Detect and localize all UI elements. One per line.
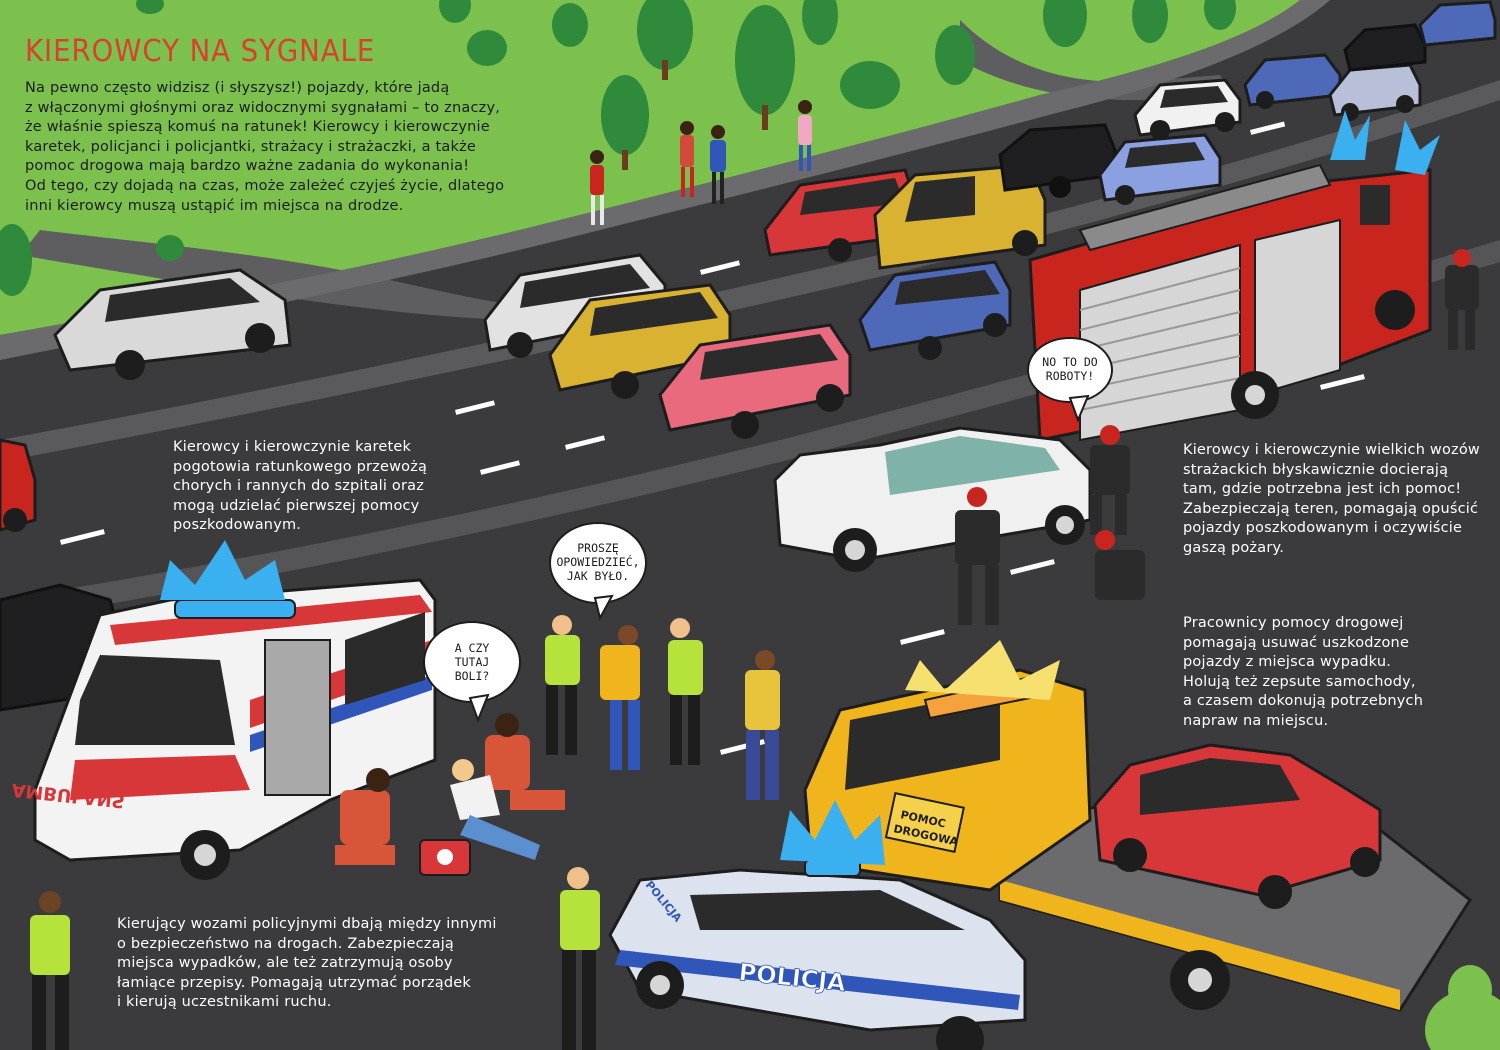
speech-bubble-paramedic: A CZY TUTAJ BOLI?: [454, 641, 490, 683]
speech-bubble-police: PROSZĘ OPOWIEDZIEĆ, JAK BYŁO.: [556, 541, 640, 583]
crashed-car: [773, 426, 1092, 572]
pedestrians: [590, 100, 812, 225]
ambulance: [33, 540, 437, 880]
car-silver-left: [53, 268, 292, 380]
car-red-left-edge: [0, 438, 37, 532]
damaged-red-car: [1093, 743, 1382, 909]
trees: [0, 0, 1236, 296]
car-black: [998, 123, 1117, 198]
siren-flash-police: [780, 800, 885, 865]
car-lightblue: [1098, 133, 1222, 205]
paramedics: [335, 713, 565, 876]
car-blue: [858, 260, 1012, 360]
caption-police: Kierujący wozami policyjnymi dbają międz…: [117, 916, 497, 1011]
speech-bubble-firefighter-shape: [1027, 337, 1113, 403]
caption-ambulance: Kierowcy i kierowczynie karetek pogotowi…: [173, 439, 428, 534]
tow-light-flash: [905, 640, 1060, 700]
caption-firefighters: Kierowcy i kierowczynie wielkich wozów s…: [1183, 442, 1480, 556]
police-officers: [30, 615, 780, 1050]
van-yellow: [873, 163, 1047, 270]
footpath: [20, 230, 520, 320]
grass-area: [0, 0, 1300, 335]
bush-2: [1448, 965, 1492, 1015]
police-car: [608, 800, 1027, 1050]
traffic-cars: [0, 0, 1497, 712]
firefighters: [955, 249, 1479, 625]
siren-flash-2: [1395, 120, 1440, 175]
median-lower: [0, 240, 1500, 622]
tow-truck: [803, 640, 1472, 1012]
caption-tow: Pracownicy pomocy drogowej pomagają usuw…: [1183, 615, 1424, 729]
median: [0, 80, 1500, 462]
speech-bubble-firefighter: NO TO DO ROBOTY!: [1042, 355, 1098, 383]
siren-flash-ambulance: [160, 540, 285, 600]
car-white-mid: [483, 253, 667, 358]
page-title: KIEROWCY NA SYGNALE: [25, 34, 376, 69]
car-white-top: [1133, 78, 1242, 140]
car-pink: [658, 323, 852, 439]
car-blue-corner: [1418, 0, 1497, 47]
intro-text: Na pewno często widzisz (i słyszysz!) po…: [25, 80, 505, 214]
siren-flash: [1330, 110, 1370, 160]
car-blue-top: [1243, 53, 1342, 109]
